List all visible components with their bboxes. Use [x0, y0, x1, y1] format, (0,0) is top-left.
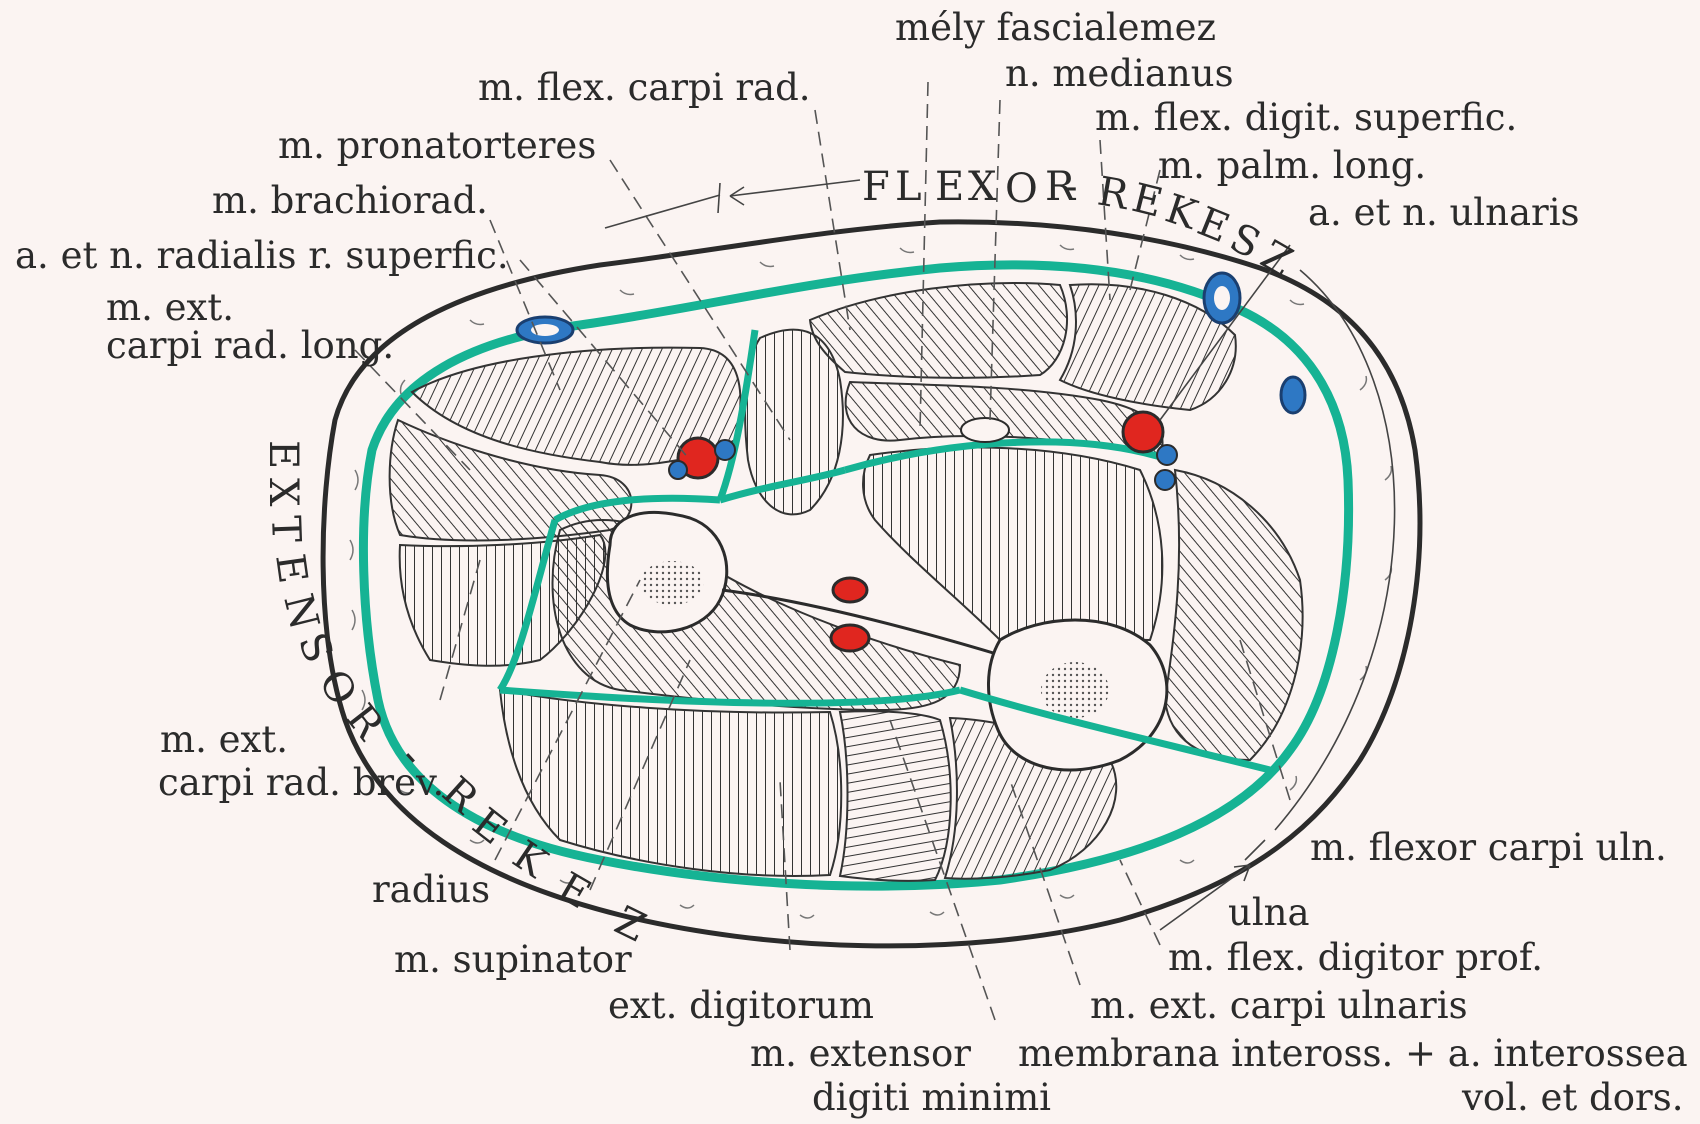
label-ext-digitorum: ext. digitorum [608, 984, 874, 1027]
extensor-letter: E [260, 440, 306, 471]
label-n-medianus: n. medianus [1005, 52, 1234, 95]
label-vol-et-dors: vol. et dors. [1461, 1076, 1683, 1119]
flexor-letter: E [935, 164, 966, 210]
label-m-ext-carpi-rad-long-1: m. ext. [106, 286, 234, 329]
label-m-supinator: m. supinator [394, 938, 632, 981]
label-ulna: ulna [1228, 891, 1310, 934]
label-m-extensor-digiti-minimi-1: m. extensor [750, 1032, 971, 1075]
label-m-palm-long: m. palm. long. [1158, 144, 1426, 187]
flexor-letter: O [1005, 166, 1040, 212]
label-m-flexor-carpi-uln: m. flexor carpi uln. [1310, 826, 1667, 869]
interossea-artery-volar [833, 578, 867, 602]
extensor-letter: T [262, 515, 309, 545]
extensor-letter: E [266, 551, 316, 588]
m-ext-digiti-minimi-muscle [840, 711, 951, 881]
extensor-letter: X [260, 478, 306, 508]
radius-marrow [640, 561, 704, 605]
ulnar-artery [1123, 412, 1163, 452]
label-m-flex-digit-superfic: m. flex. digit. superfic. [1095, 96, 1517, 139]
extensor-letter: N [274, 589, 328, 636]
flexor-letter: R [1094, 169, 1134, 220]
label-radius: radius [372, 868, 490, 911]
label-m-ext-carpi-rad-brev-2: carpi rad. brev. [158, 761, 444, 804]
flexor-letter: - [1064, 164, 1080, 210]
ulna-marrow [1041, 662, 1109, 718]
label-a-et-n-radialis: a. et n. radialis r. superfic. [15, 234, 509, 277]
flexor-letter: F [862, 164, 892, 210]
label-m-ext-carpi-ulnaris: m. ext. carpi ulnaris [1090, 984, 1468, 1027]
label-m-extensor-digiti-minimi-2: digiti minimi [812, 1076, 1051, 1119]
label-membrana-inteross: membrana inteross. + a. interossea [1018, 1032, 1688, 1075]
label-m-flex-carpi-rad: m. flex. carpi rad. [478, 66, 811, 109]
label-m-pronatorteres: m. pronatorteres [278, 124, 596, 167]
label-m-brachiorad: m. brachiorad. [212, 179, 488, 222]
label-mely-fascialemez: mély fascialemez [895, 6, 1216, 49]
label-m-flex-digitor-prof: m. flex. digitor prof. [1168, 936, 1543, 979]
flexor-letter: L [895, 164, 924, 210]
label-a-et-n-ulnaris: a. et n. ulnaris [1308, 191, 1580, 234]
n-medianus-nerve [961, 418, 1009, 442]
interossea-artery-dorsal [831, 625, 869, 651]
flexor-letter: X [968, 164, 998, 210]
label-m-ext-carpi-rad-brev-1: m. ext. [160, 718, 288, 761]
label-m-ext-carpi-rad-long-2: carpi rad. long. [106, 324, 394, 367]
ulnar-superficial-vein-2 [1281, 377, 1305, 413]
